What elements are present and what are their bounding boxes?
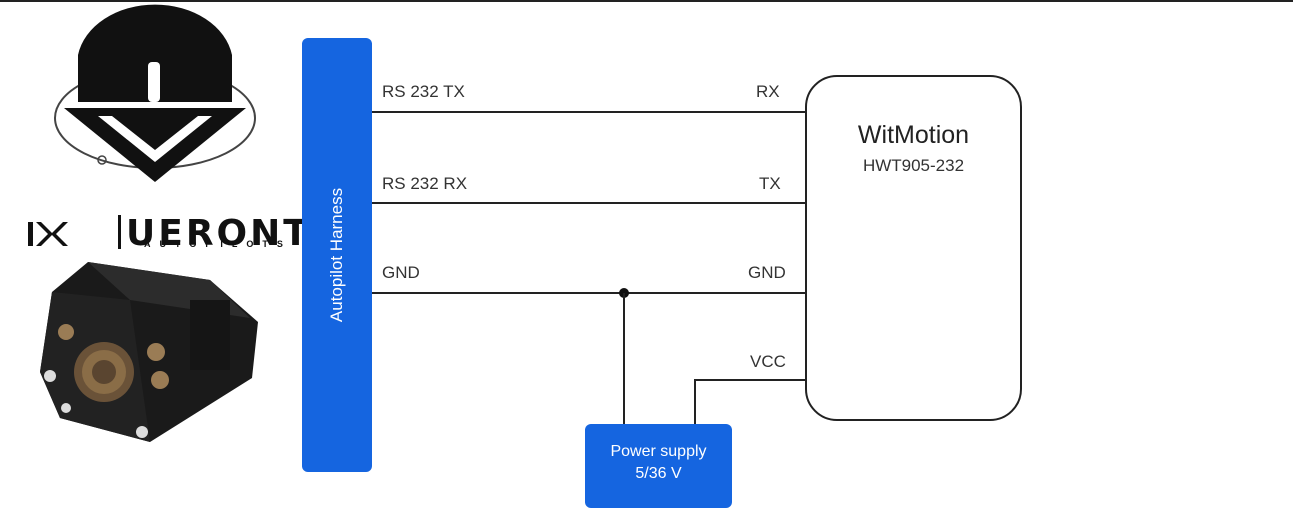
logo-sub-text: AUTOPILOTS [144, 239, 292, 249]
wire-label-rx: RX [756, 82, 780, 101]
wire-label-vcc: VCC [750, 352, 786, 371]
harness-label: Autopilot Harness [327, 187, 346, 323]
power-supply-label: Power supply [610, 443, 707, 460]
veronte-mark-icon [28, 215, 121, 249]
wire-label-gnd-right: GND [748, 263, 786, 282]
veronte-helmet-logo-icon [54, 4, 256, 182]
sensor-model: HWT905-232 [862, 156, 965, 175]
wire-label-rs232-rx: RS 232 RX [382, 174, 468, 193]
autopilot-harness: Autopilot Harness [302, 38, 372, 472]
witmotion-sensor-box: WitMotion HWT905-232 [805, 75, 1022, 421]
wire-label-tx: TX [759, 174, 781, 193]
logo-brand-text: UERONTE [126, 213, 339, 254]
power-supply-box: Power supply 5/36 V [585, 424, 732, 508]
autopilot-device-image [40, 262, 258, 442]
wire-label-rs232-tx: RS 232 TX [382, 82, 465, 101]
sensor-title: WitMotion [857, 121, 970, 149]
power-supply-voltage: 5/36 V [635, 465, 682, 482]
wire-label-gnd-left: GND [382, 263, 420, 282]
wire-vcc [694, 379, 805, 424]
top-rule [0, 0, 1293, 2]
